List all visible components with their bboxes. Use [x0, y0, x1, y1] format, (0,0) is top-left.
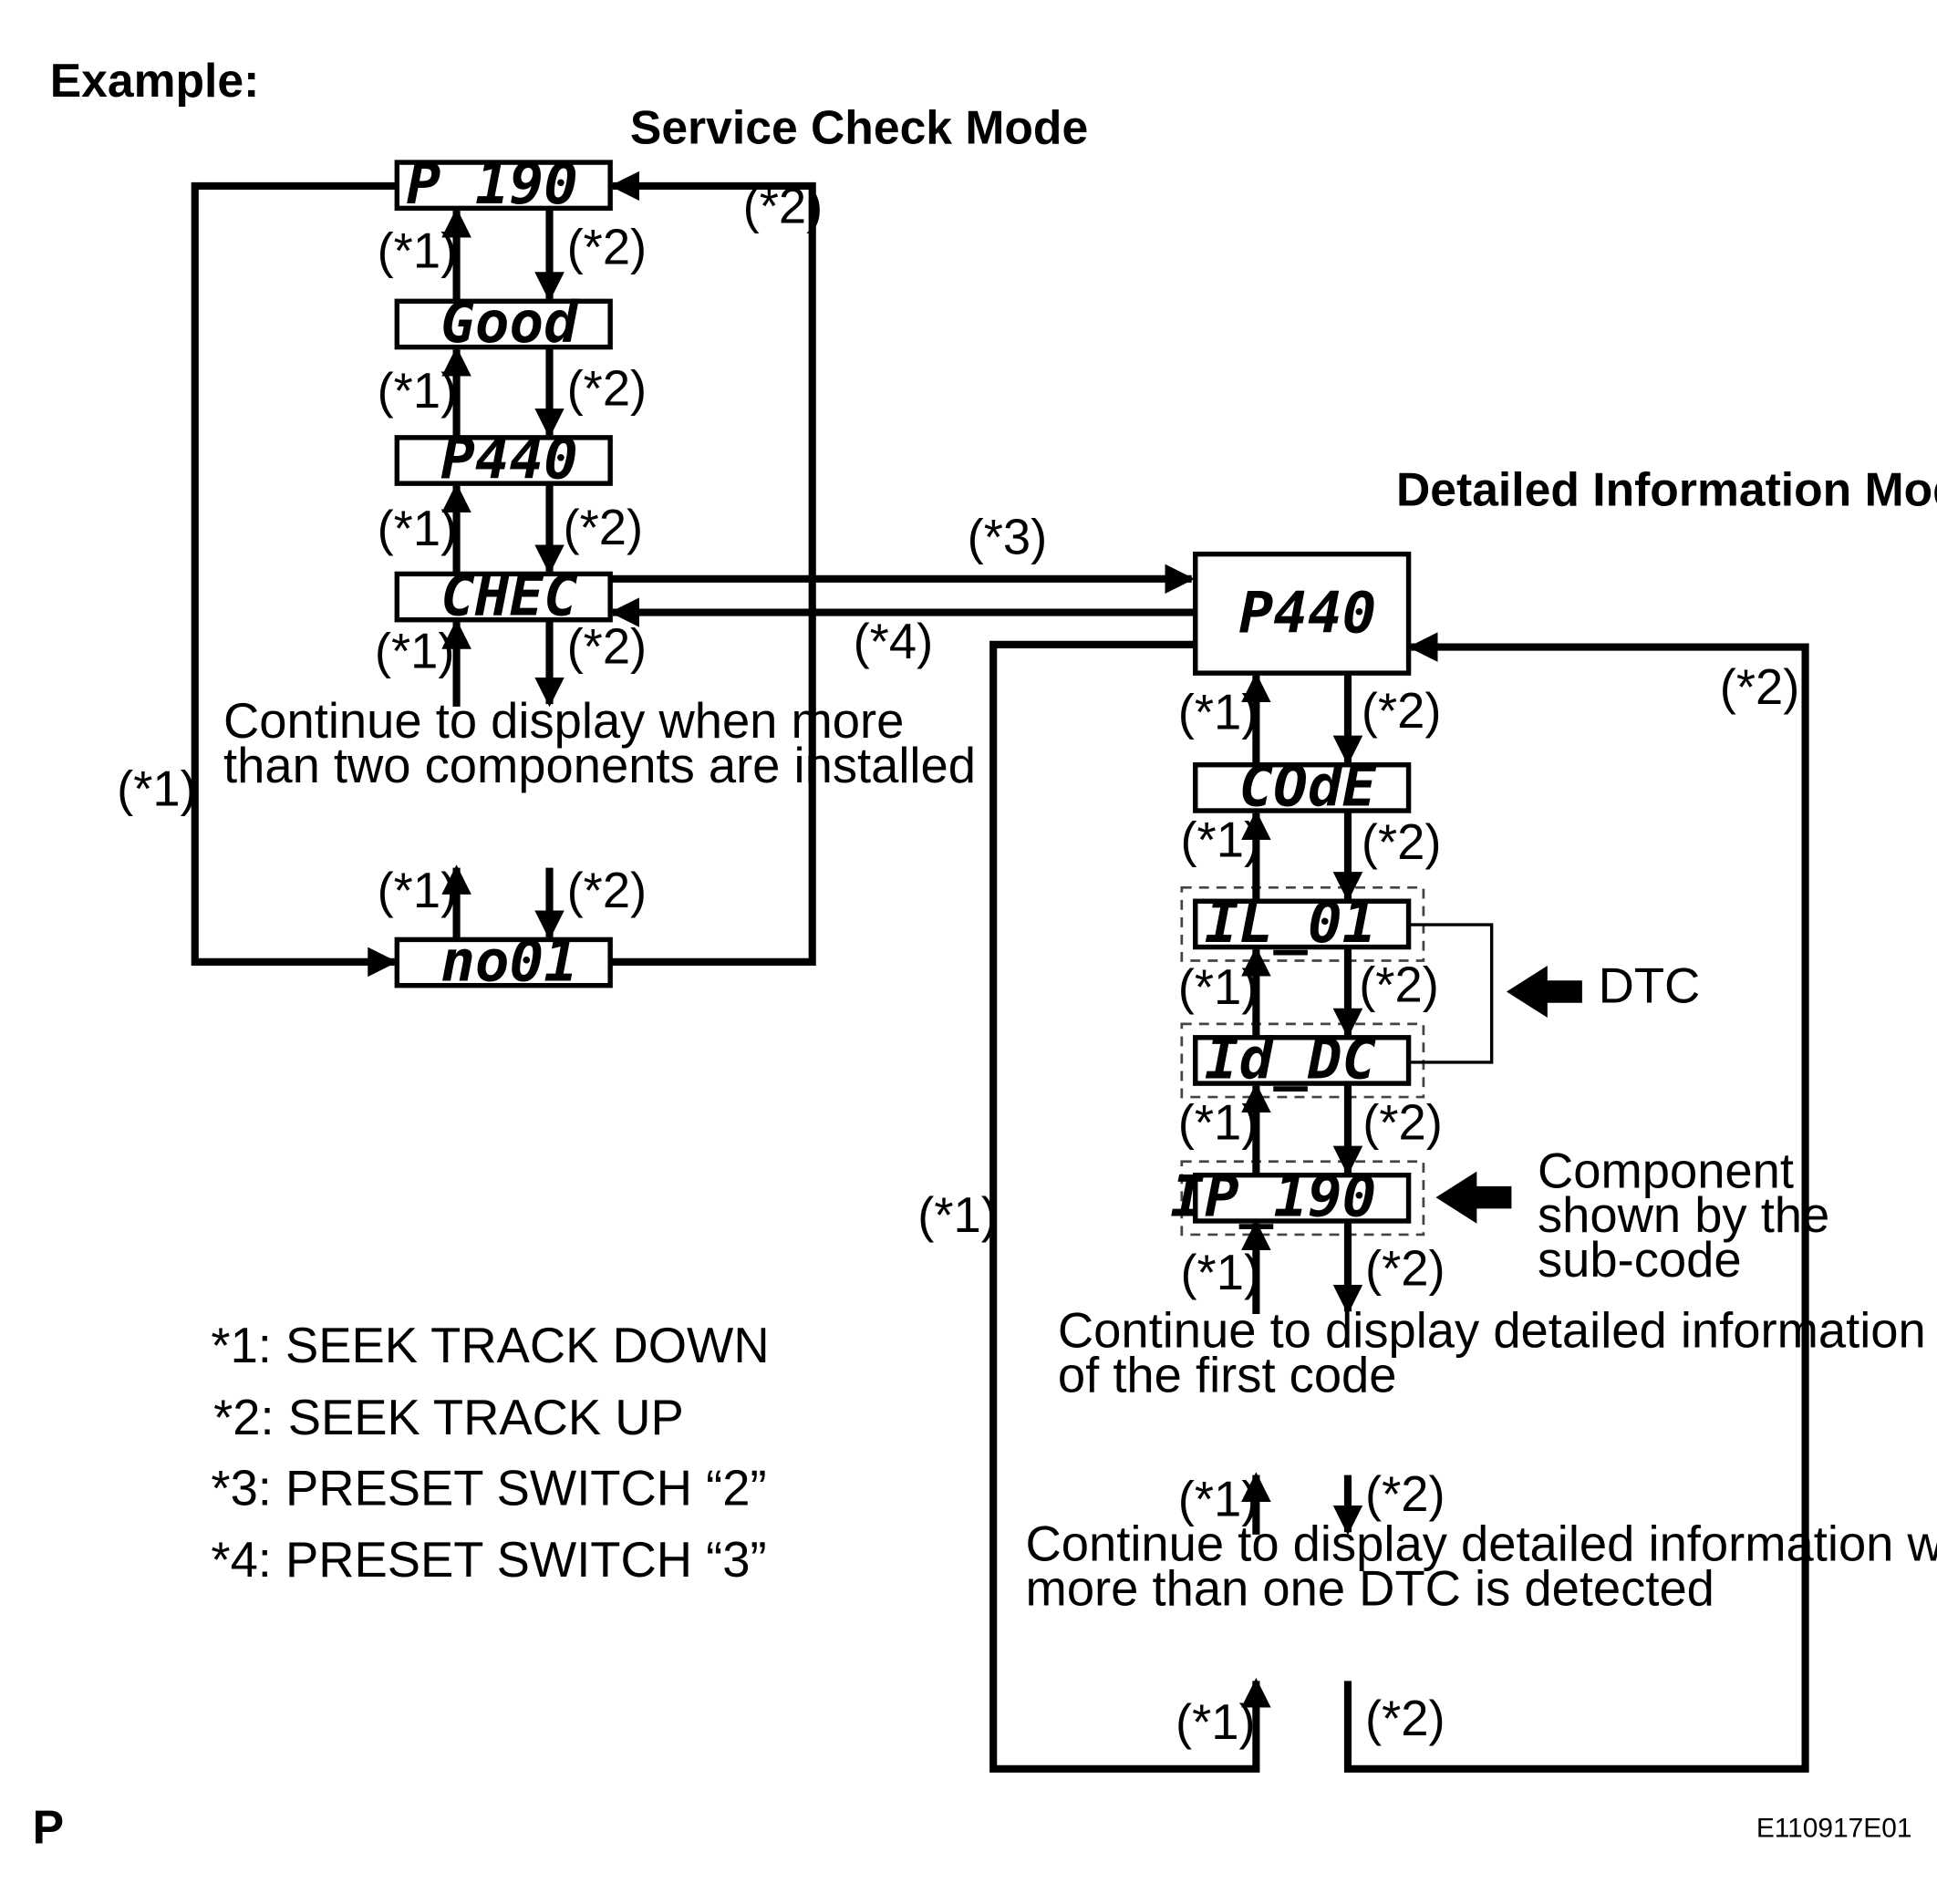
svg-text:IP_190: IP_190 [1170, 1164, 1376, 1230]
svg-text:P440: P440 [1239, 579, 1377, 646]
tag-d8: (*2) [1362, 1094, 1443, 1150]
component-pointer-arrow [1435, 1171, 1512, 1224]
tag-s10: (*2) [567, 863, 647, 918]
tag-s1: (*1) [378, 223, 458, 279]
tag-d-left: (*1) [917, 1187, 998, 1243]
tag-s4: (*2) [567, 361, 647, 417]
tag-s-right: (*2) [743, 179, 823, 234]
tag-s2: (*2) [567, 220, 647, 275]
legend-3: *3: PRESET SWITCH “2” [211, 1460, 766, 1516]
svg-text:CHEC: CHEC [440, 562, 578, 628]
tag-d3: (*1) [1180, 812, 1260, 867]
tag-s5: (*1) [378, 501, 458, 556]
tag-d-right: (*2) [1720, 659, 1800, 715]
tag-d6: (*2) [1359, 957, 1439, 1012]
svg-text:COdE: COdE [1239, 753, 1378, 820]
tag-s9: (*1) [378, 863, 458, 918]
tag-d7: (*1) [1178, 1094, 1259, 1150]
svg-text:P440: P440 [440, 426, 578, 492]
tag-s7: (*1) [375, 624, 455, 679]
service-arrows [441, 207, 565, 940]
service-note-line1: Continue to display when more [223, 693, 904, 749]
detail-loop-left [989, 640, 1271, 1773]
svg-text:P 190: P 190 [407, 150, 578, 217]
component-line3: sub-code [1538, 1232, 1742, 1288]
tag-s8: (*2) [567, 618, 647, 674]
dtc-bracket [1408, 923, 1494, 1064]
component-group [1180, 1160, 1425, 1237]
service-note-line2: than two components are installed [223, 738, 976, 793]
tag-s3: (*1) [378, 363, 458, 419]
detail-display-main: P440 [1193, 551, 1412, 676]
figure-code: E110917E01 [1756, 1814, 1912, 1844]
tag-s-left: (*1) [117, 761, 197, 817]
tag-d2: (*2) [1362, 683, 1442, 739]
dtc-pointer-arrow [1506, 965, 1582, 1019]
detail-mode-title: Detailed Information Mode [1396, 463, 1937, 516]
service-display-2: Good [394, 289, 613, 356]
detail-display-5: IP_190 [1170, 1164, 1412, 1230]
service-display-1: P 190 [394, 150, 613, 217]
first-code-line1: Continue to display detailed information [1058, 1303, 1926, 1359]
tag-d10: (*2) [1365, 1241, 1445, 1297]
more-dtc-line1: Continue to display detailed information… [1026, 1516, 1937, 1571]
detail-loop-right [1343, 632, 1809, 1773]
detail-display-3: IL_01 [1193, 889, 1412, 956]
tag-s6: (*2) [563, 500, 643, 555]
tag-d5: (*1) [1178, 959, 1259, 1015]
service-display-4: CHEC [394, 562, 613, 628]
tag-d12: (*2) [1365, 1466, 1445, 1522]
service-display-3: P440 [394, 426, 613, 492]
service-mode-title: Service Check Mode [630, 101, 1088, 154]
tag-d13: (*1) [1176, 1694, 1256, 1750]
detail-display-4: Id_DC [1193, 1026, 1412, 1092]
tag-3: (*3) [968, 510, 1048, 565]
dtc-group-2 [1180, 1022, 1425, 1099]
svg-text:Id_DC: Id_DC [1205, 1026, 1377, 1092]
component-line1: Component [1538, 1143, 1794, 1198]
svg-text:IL_01: IL_01 [1205, 889, 1376, 956]
legend-2: *2: SEEK TRACK UP [213, 1390, 684, 1445]
tag-4: (*4) [854, 614, 934, 669]
more-dtc-line2: more than one DTC is detected [1026, 1560, 1714, 1616]
service-loop-left [191, 181, 398, 978]
tag-d11: (*1) [1178, 1472, 1259, 1527]
service-loop-right [609, 171, 816, 966]
tag-d4: (*2) [1362, 814, 1442, 870]
tag-d9: (*1) [1180, 1245, 1260, 1300]
tag-d1: (*1) [1178, 684, 1259, 740]
first-code-line2: of the first code [1058, 1348, 1397, 1403]
svg-text:no01: no01 [440, 927, 578, 994]
page-letter: P [33, 1800, 64, 1853]
service-display-5: no01 [394, 927, 613, 994]
detail-display-2: COdE [1193, 753, 1412, 820]
tag-d14: (*2) [1365, 1691, 1445, 1746]
component-line2: shown by the [1538, 1187, 1829, 1243]
legend-1: *1: SEEK TRACK DOWN [211, 1318, 769, 1373]
legend-4: *4: PRESET SWITCH “3” [211, 1532, 766, 1588]
dtc-label: DTC [1599, 958, 1701, 1014]
svg-text:Good: Good [440, 289, 579, 356]
example-label: Example: [50, 54, 260, 107]
detail-arrows [1241, 672, 1363, 1536]
